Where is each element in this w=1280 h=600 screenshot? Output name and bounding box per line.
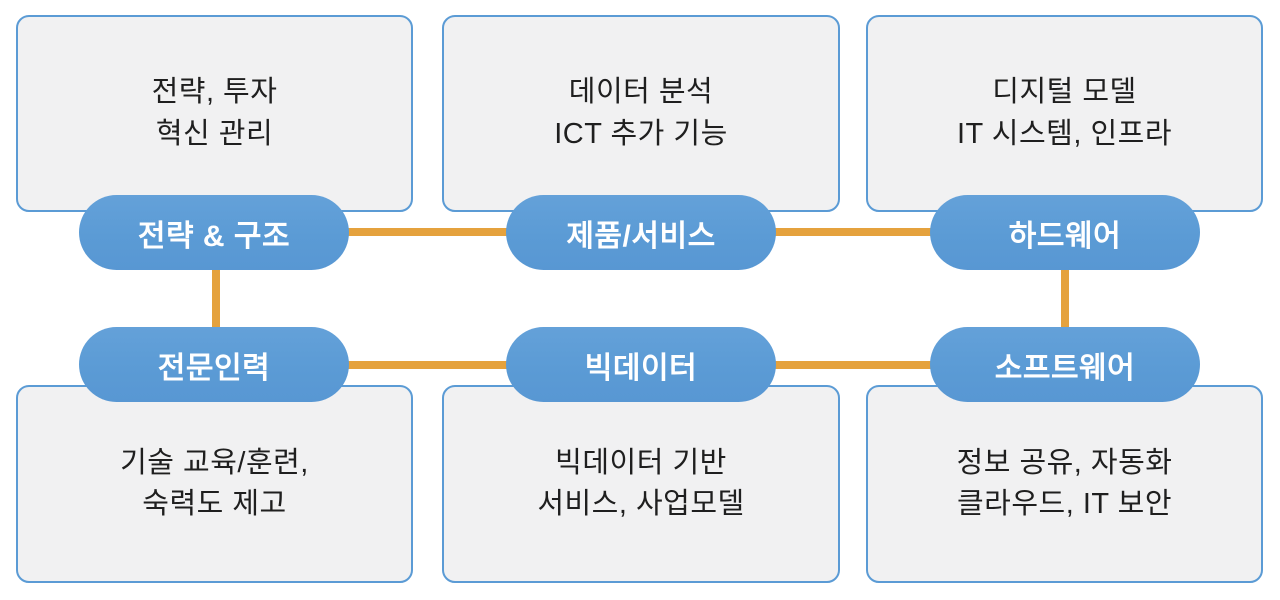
bottom-box-training-line1: 기술 교육/훈련,	[120, 446, 309, 479]
top-box-data-analysis-line2: ICT 추가 기능	[554, 117, 728, 150]
bottom-box-bigdata-services-line1: 빅데이터 기반	[555, 446, 727, 479]
pill-hardware: 하드웨어	[930, 195, 1200, 270]
pill-experts: 전문인력	[79, 327, 349, 402]
pill-product-service-label: 제품/서비스	[566, 219, 716, 253]
top-box-data-analysis: 데이터 분석 ICT 추가 기능	[442, 15, 840, 212]
bottom-box-info-sharing: 정보 공유, 자동화 클라우드, IT 보안	[866, 385, 1263, 583]
top-box-strategy-line2: 혁신 관리	[155, 117, 274, 150]
top-box-strategy-line1: 전략, 투자	[151, 76, 278, 109]
pill-product-service: 제품/서비스	[506, 195, 776, 270]
connector-left-vertical	[212, 232, 220, 365]
pill-strategy-structure: 전략 & 구조	[79, 195, 349, 270]
top-box-digital-model-line2: IT 시스템, 인프라	[957, 117, 1172, 150]
top-box-digital-model-line1: 디지털 모델	[992, 76, 1137, 109]
connector-right-vertical	[1061, 232, 1069, 365]
pill-strategy-structure-label: 전략 & 구조	[137, 219, 291, 253]
pill-bigdata: 빅데이터	[506, 327, 776, 402]
bottom-box-training-line2: 숙력도 제고	[142, 488, 287, 520]
pill-hardware-label: 하드웨어	[1008, 219, 1122, 253]
top-box-data-analysis-line1: 데이터 분석	[568, 76, 714, 109]
pill-experts-label: 전문인력	[157, 351, 271, 385]
top-box-strategy-investment: 전략, 투자 혁신 관리	[16, 15, 413, 212]
bottom-box-info-sharing-line2: 클라우드, IT 보안	[957, 488, 1172, 520]
bottom-box-training: 기술 교육/훈련, 숙력도 제고	[16, 385, 413, 583]
top-box-digital-model: 디지털 모델 IT 시스템, 인프라	[866, 15, 1263, 212]
pill-software-label: 소프트웨어	[994, 351, 1136, 385]
bottom-box-info-sharing-line1: 정보 공유, 자동화	[956, 446, 1173, 479]
pill-bigdata-label: 빅데이터	[584, 351, 698, 385]
bottom-box-bigdata-services: 빅데이터 기반 서비스, 사업모델	[442, 385, 840, 583]
pill-software: 소프트웨어	[930, 327, 1200, 402]
bottom-box-bigdata-services-line2: 서비스, 사업모델	[537, 488, 745, 520]
